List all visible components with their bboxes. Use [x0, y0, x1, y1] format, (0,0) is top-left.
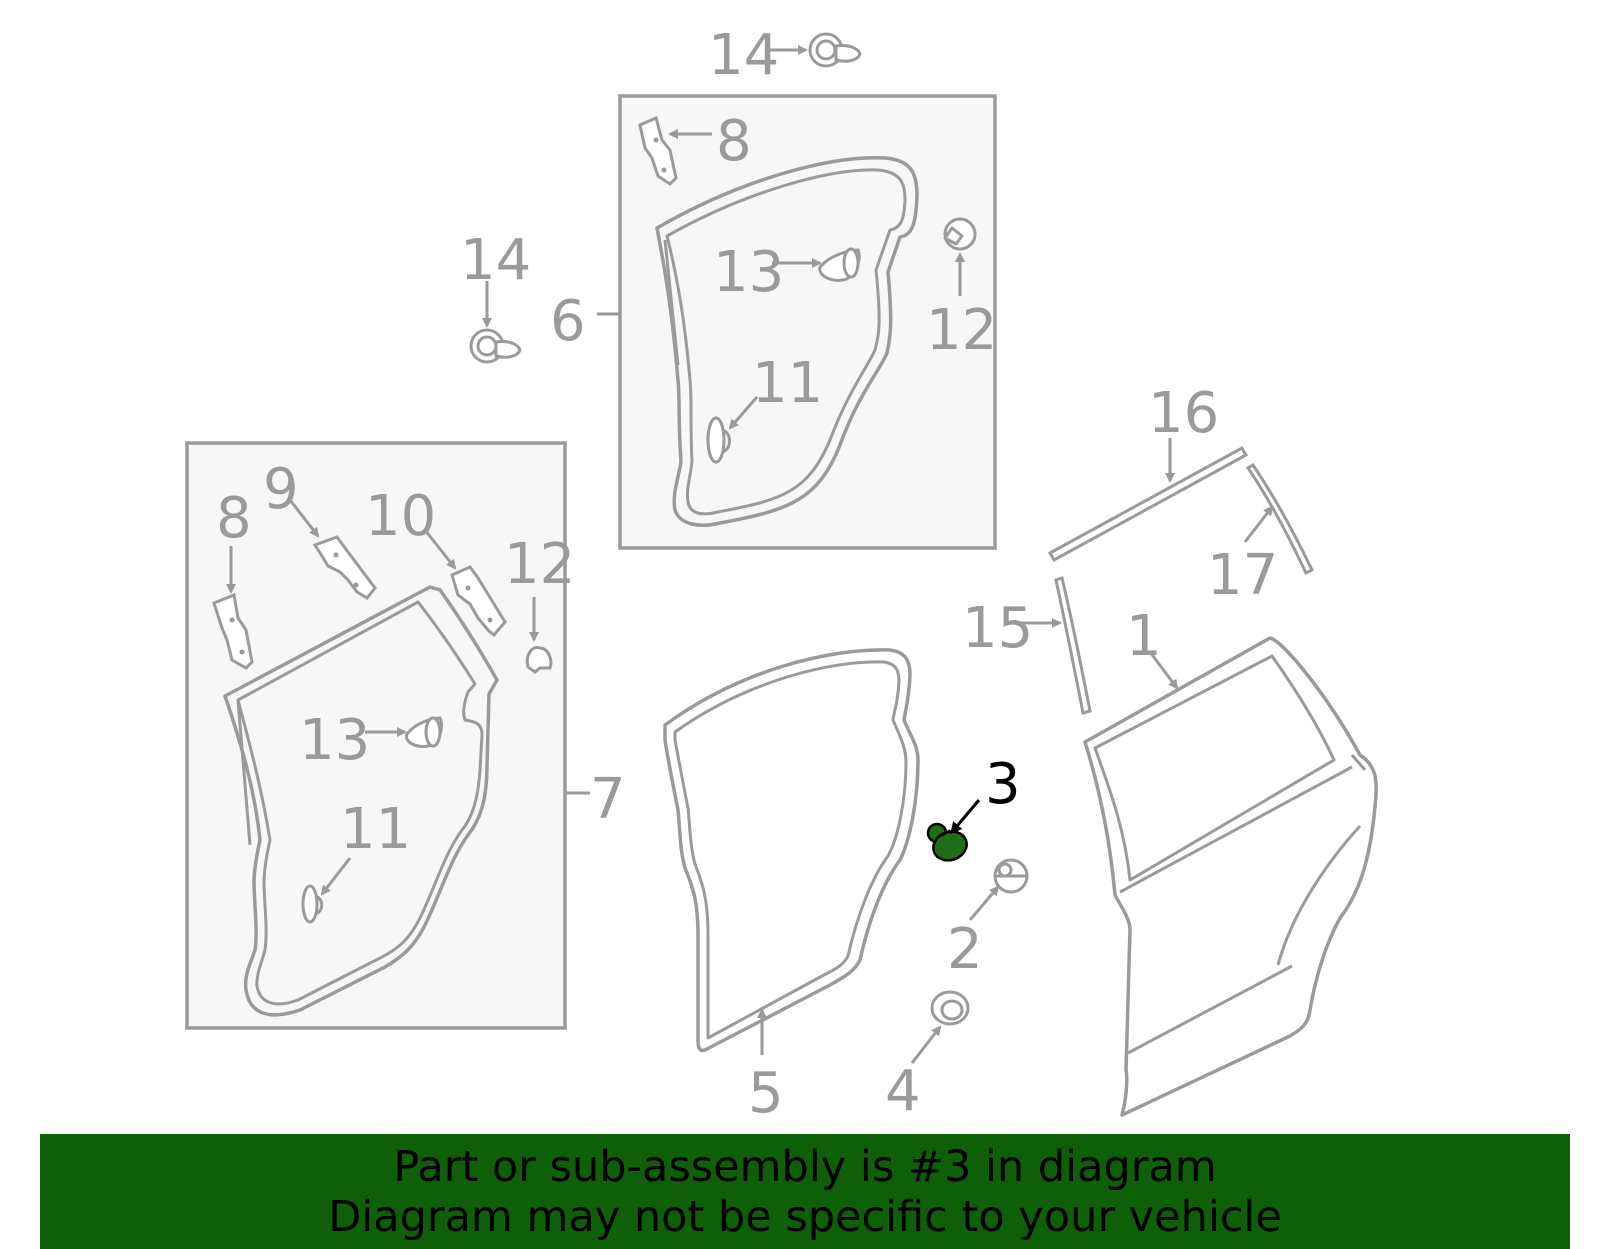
- label-6: 6: [550, 289, 586, 354]
- clip-12-upper: [943, 217, 977, 251]
- label-3-highlighted: 3: [985, 752, 1021, 817]
- door-weatherstrip-5: [663, 648, 920, 1053]
- bracket-8-lower: [212, 592, 254, 670]
- leader-lines: [226, 45, 1274, 1064]
- screw-14-middle: [469, 328, 522, 364]
- label-11-lower: 11: [340, 797, 411, 862]
- clip-13-upper: [818, 247, 861, 282]
- label-17: 17: [1207, 543, 1278, 608]
- bracket-9: [312, 535, 377, 600]
- bracket-8-upper: [638, 115, 678, 186]
- callout-labels: 14 8 13 12 14 6 11 16 8 9 10 12 17 15 1 …: [216, 23, 1278, 1126]
- label-1: 1: [1126, 604, 1162, 669]
- bracket-10: [450, 565, 507, 638]
- label-5: 5: [748, 1061, 784, 1126]
- label-4: 4: [885, 1059, 921, 1124]
- label-14-middle: 14: [460, 228, 531, 293]
- plug-4: [930, 990, 970, 1026]
- label-7: 7: [590, 767, 626, 832]
- label-12-lower: 12: [504, 532, 575, 597]
- fastener-2: [993, 858, 1029, 894]
- label-8-lower: 8: [216, 486, 252, 551]
- label-10: 10: [365, 484, 436, 549]
- grommet-11-upper: [706, 416, 731, 464]
- info-banner: Part or sub-assembly is #3 in diagram Di…: [40, 1134, 1570, 1249]
- body-weatherstrip-7: [223, 585, 499, 1017]
- label-13-upper: 13: [713, 240, 784, 305]
- grommet-11-lower: [301, 884, 324, 924]
- label-12-upper: 12: [926, 298, 997, 363]
- clip-12-lower: [525, 645, 553, 674]
- clip-13-lower: [405, 716, 443, 748]
- door-weatherstrip-6: [655, 156, 919, 527]
- label-14-top: 14: [708, 23, 779, 88]
- molding-15: [1054, 576, 1092, 715]
- label-15: 15: [962, 596, 1033, 661]
- banner-line-part: Part or sub-assembly is #3 in diagram: [393, 1142, 1217, 1192]
- label-8-upper: 8: [716, 109, 752, 174]
- label-13-lower: 13: [299, 708, 370, 773]
- rear-door-1: [1083, 636, 1378, 1117]
- label-9: 9: [263, 457, 299, 522]
- label-2: 2: [947, 917, 983, 982]
- banner-line-disclaimer: Diagram may not be specific to your vehi…: [328, 1192, 1282, 1242]
- highlighted-part-3: [926, 822, 968, 862]
- label-16: 16: [1148, 381, 1219, 446]
- molding-16: [1047, 445, 1249, 563]
- label-11-upper: 11: [752, 351, 823, 416]
- screw-14-top: [808, 32, 862, 68]
- weatherstrip-7-box: [185, 441, 567, 1030]
